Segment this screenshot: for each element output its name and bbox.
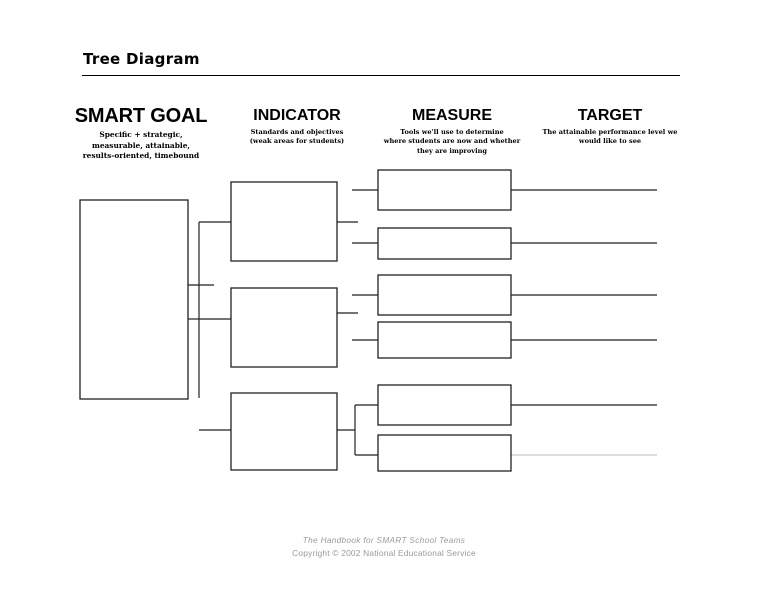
node-box-indicator-2[interactable] — [230, 287, 338, 368]
column-title-indicator: INDICATOR — [253, 107, 341, 124]
column-heading-measure: MEASURE Tools we'll use to determine whe… — [372, 107, 532, 156]
subtitle-line: they are improving — [416, 146, 488, 155]
subtitle-line: Tools we'll use to determine — [400, 127, 504, 136]
footer-copyright: Copyright © 2002 National Educational Se… — [292, 548, 476, 559]
column-subtitle-smart-goal: Specific + strategic, measurable, attain… — [58, 130, 224, 162]
column-subtitle-target: The attainable performance level we woul… — [520, 128, 700, 147]
node-box-measure-3[interactable] — [377, 274, 512, 316]
node-box-measure-2[interactable] — [377, 227, 512, 260]
node-box-measure-5[interactable] — [377, 384, 512, 426]
page-title: Tree Diagram — [83, 50, 200, 68]
column-title-smart-goal: SMART GOAL — [74, 105, 208, 127]
column-heading-smart-goal: SMART GOAL Specific + strategic, measura… — [58, 106, 224, 162]
connector-layer — [188, 189, 378, 456]
column-heading-target: TARGET The attainable performance level … — [520, 107, 700, 147]
column-subtitle-measure: Tools we'll use to determine where stude… — [372, 128, 532, 156]
title-divider — [82, 75, 680, 76]
subtitle-line: where students are now and whether — [383, 137, 521, 146]
column-heading-indicator: INDICATOR Standards and objectives (weak… — [222, 107, 372, 147]
target-line-layer — [511, 189, 657, 456]
node-box-indicator-1[interactable] — [230, 181, 338, 262]
footer-source-title: The Handbook for SMART School Teams — [302, 536, 466, 545]
node-box-measure-1[interactable] — [377, 169, 512, 211]
column-title-target: TARGET — [577, 107, 643, 124]
footer: The Handbook for SMART School Teams Copy… — [0, 535, 768, 560]
node-box-measure-6[interactable] — [377, 434, 512, 472]
node-layer — [79, 169, 512, 472]
subtitle-line: The attainable performance level we — [542, 127, 678, 136]
node-box-goal-1[interactable] — [79, 199, 189, 400]
subtitle-line: Standards and objectives — [250, 127, 344, 136]
column-title-measure: MEASURE — [411, 107, 492, 124]
subtitle-line: (weak areas for students) — [249, 137, 345, 146]
subtitle-line: Specific + strategic, — [99, 130, 183, 139]
node-box-indicator-3[interactable] — [230, 392, 338, 471]
subtitle-line: results-oriented, timebound — [82, 151, 200, 161]
subtitle-line: would like to see — [578, 137, 642, 146]
subtitle-line: measurable, attainable, — [92, 140, 190, 150]
column-subtitle-indicator: Standards and objectives (weak areas for… — [222, 128, 372, 147]
node-box-measure-4[interactable] — [377, 321, 512, 359]
